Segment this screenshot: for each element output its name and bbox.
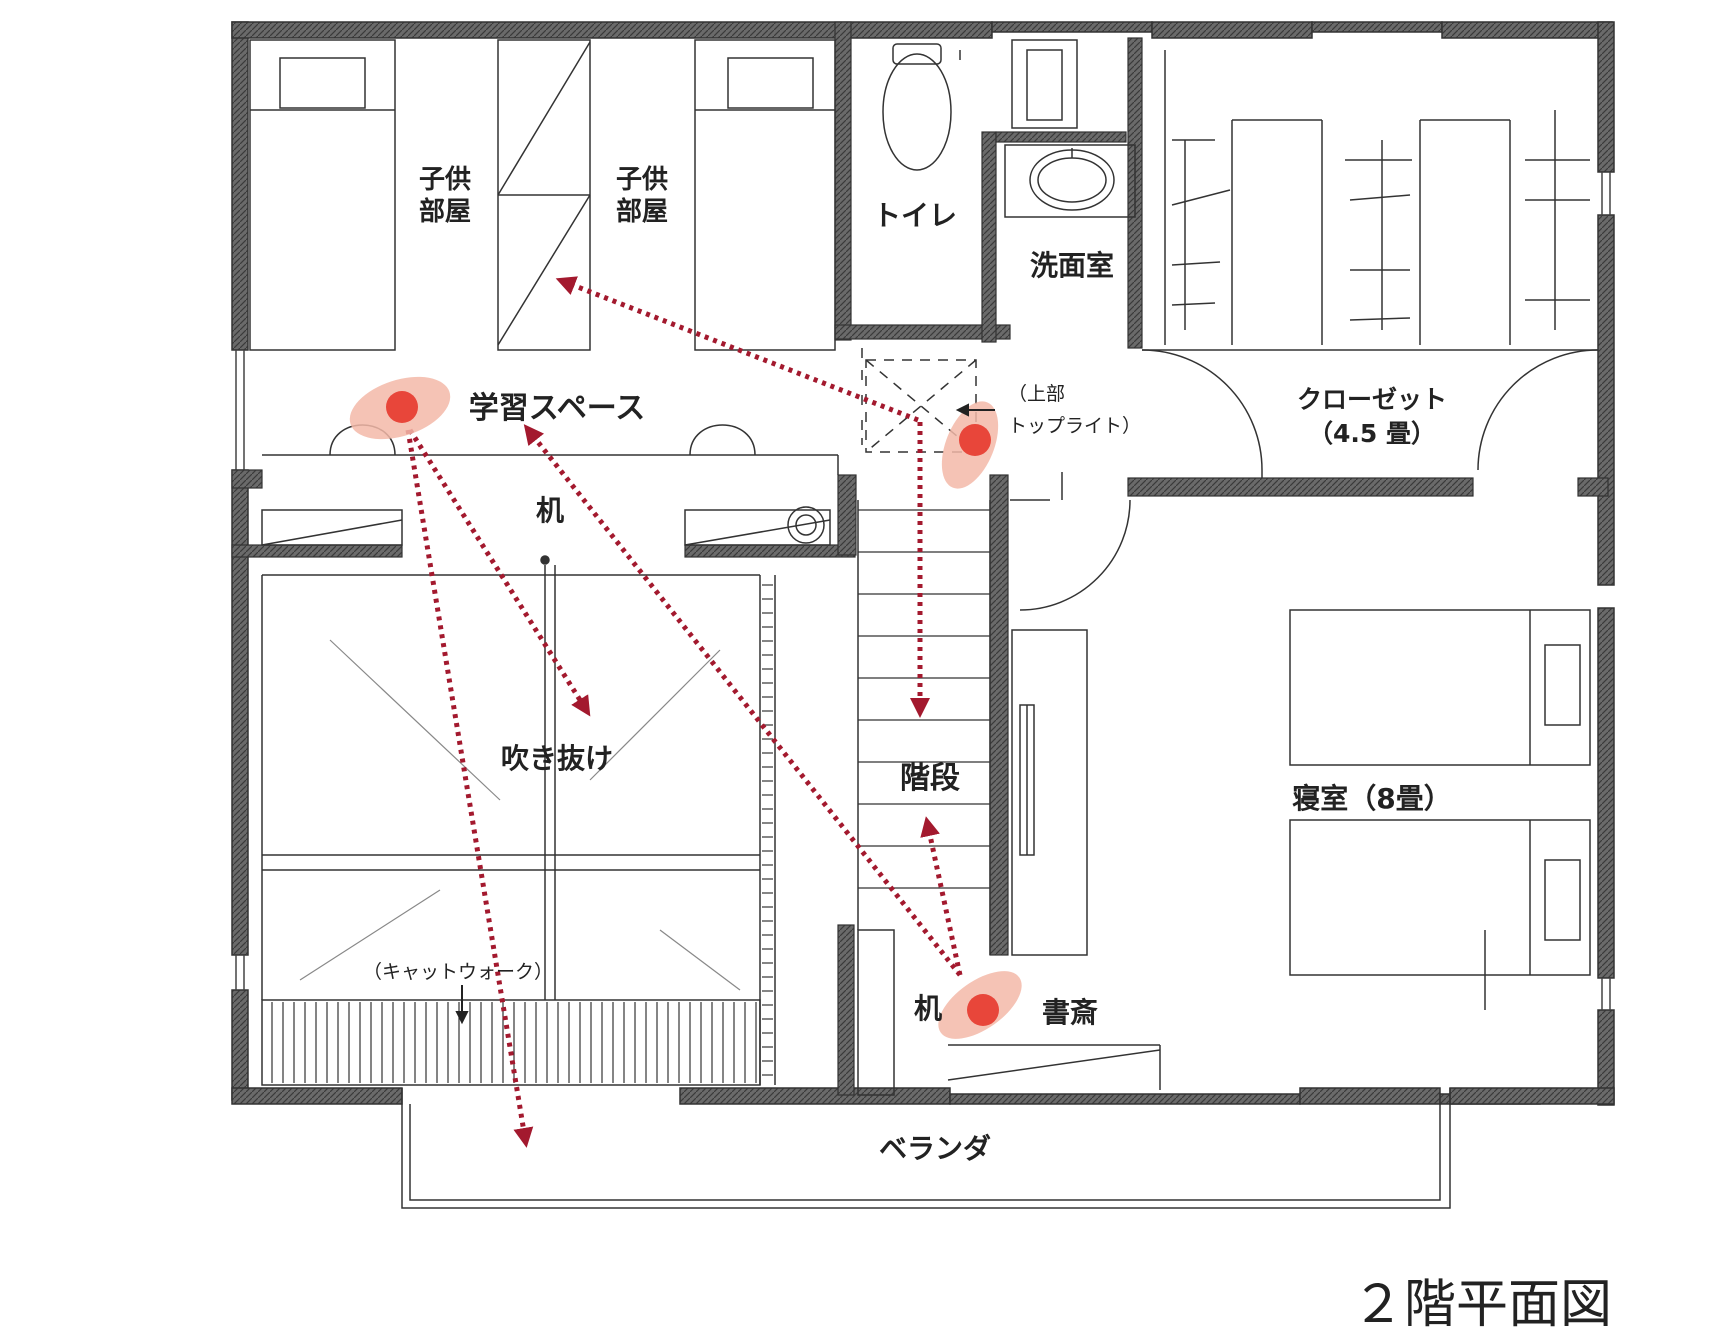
stair-treads [858,509,990,889]
stairs-outline [857,500,991,955]
catwalk-label: （キャットウォーク） [363,961,553,983]
atrium-outline [261,565,776,1086]
washroom-label: 洗面室 [1030,249,1114,282]
windows [235,172,1611,1010]
atrium-side-ladder [762,584,773,1076]
viewpoint-study [967,994,999,1026]
atrium-label: 吹き抜け [501,742,613,775]
skylight-note-line1: （上部 [1008,383,1065,405]
bedroom-label: 寝室（8畳） [1292,782,1451,815]
plan-title: ２階平面図 [1352,1275,1612,1334]
viewpoint-study-space [386,391,418,423]
viewpoint-skylight [959,424,991,456]
room-labels: 子供 部屋 子供 部屋 トイレ 洗面室 クローゼット （4.5 畳） 学習スペー… [363,165,1452,1165]
toilet-and-washroom [882,39,1136,218]
kids-room-1-label-line2: 部屋 [419,197,471,227]
kids-room-1-label-line1: 子供 [419,165,471,195]
kids-room-furniture [249,39,836,351]
skylight-note-line2: トップライト） [1008,415,1141,437]
veranda-label: ベランダ [879,1132,991,1165]
desk-upper-label: 机 [536,494,564,527]
kids-room-2-label-line1: 子供 [616,165,668,195]
bedroom-furniture [1011,609,1591,1010]
study-label: 書斎 [1042,996,1098,1029]
toilet-label: トイレ [873,199,957,232]
veranda [401,1088,1451,1209]
stairs-label: 階段 [900,761,960,796]
study-space-label: 学習スペース [469,391,645,426]
desk-lower-label: 机 [914,992,942,1025]
study-desk [947,1044,1161,1090]
lower-stair-landing [857,929,895,1096]
annotation-arrows [455,403,995,1025]
interior-walls [231,21,1609,1096]
sightline-arrows [405,276,963,1148]
viewpoint-markers [349,376,1022,1039]
outer-walls [231,21,1615,1106]
closet-label-line2: （4.5 畳） [1308,419,1436,448]
kids-room-2-label-line2: 部屋 [616,197,668,227]
closet-fittings [1141,50,1599,478]
closet-label-line1: クローゼット [1297,385,1447,414]
